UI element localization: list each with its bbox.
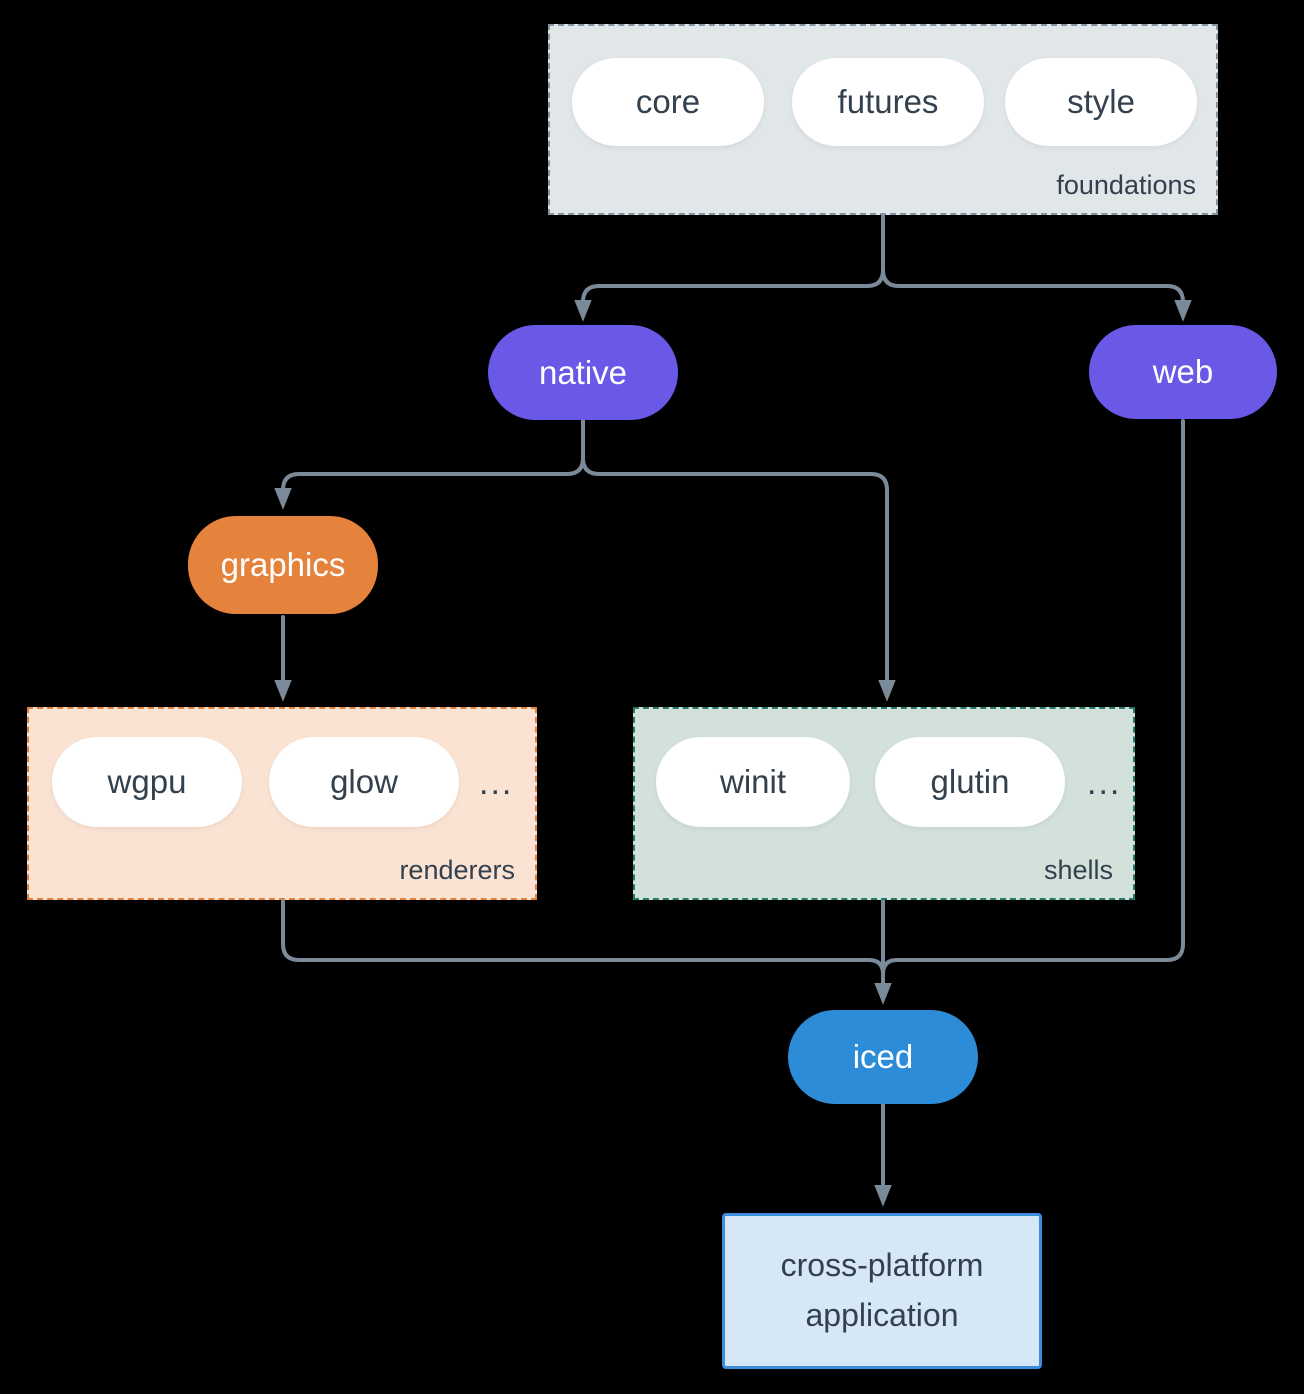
node-glutin: glutin xyxy=(875,737,1065,827)
node-web: web xyxy=(1089,325,1277,419)
edge-native-shells xyxy=(581,419,896,702)
node-glow-label: glow xyxy=(330,763,398,800)
edge-native-graphics xyxy=(274,419,585,510)
node-winit-label: winit xyxy=(719,763,787,800)
node-graphics: graphics xyxy=(188,516,378,614)
renderers-ellipsis: ... xyxy=(479,764,514,802)
node-glutin-label: glutin xyxy=(930,763,1010,800)
node-wgpu: wgpu xyxy=(52,737,242,827)
renderers-group-label: renderers xyxy=(399,855,515,885)
node-native-label: native xyxy=(538,353,628,391)
node-winit: winit xyxy=(656,737,850,827)
edge-renderers-iced xyxy=(281,899,885,976)
node-application-label: cross-platform application xyxy=(780,1247,984,1333)
node-native: native xyxy=(488,325,678,420)
edge-foundations-web xyxy=(881,214,1192,322)
node-futures-label: futures xyxy=(837,83,939,120)
shells-group-label: shells xyxy=(1043,855,1113,885)
shells-group: winit glutin ... shells xyxy=(633,707,1135,900)
node-application: cross-platform application xyxy=(722,1213,1042,1369)
shells-ellipsis: ... xyxy=(1087,764,1122,802)
node-core: core xyxy=(572,58,764,146)
node-core-label: core xyxy=(635,83,701,120)
node-graphics-label: graphics xyxy=(220,546,346,583)
node-web-label: web xyxy=(1152,353,1214,390)
foundations-group-label: foundations xyxy=(1056,170,1196,200)
node-style: style xyxy=(1005,58,1197,146)
renderers-group: wgpu glow ... renderers xyxy=(27,707,537,900)
node-glow: glow xyxy=(269,737,459,827)
node-iced: iced xyxy=(788,1010,978,1104)
edge-foundations-native xyxy=(574,214,885,322)
node-style-label: style xyxy=(1067,83,1135,120)
node-futures: futures xyxy=(792,58,984,146)
node-wgpu-label: wgpu xyxy=(107,763,187,800)
node-iced-label: iced xyxy=(852,1038,914,1075)
foundations-group: core futures style foundations xyxy=(548,24,1218,215)
